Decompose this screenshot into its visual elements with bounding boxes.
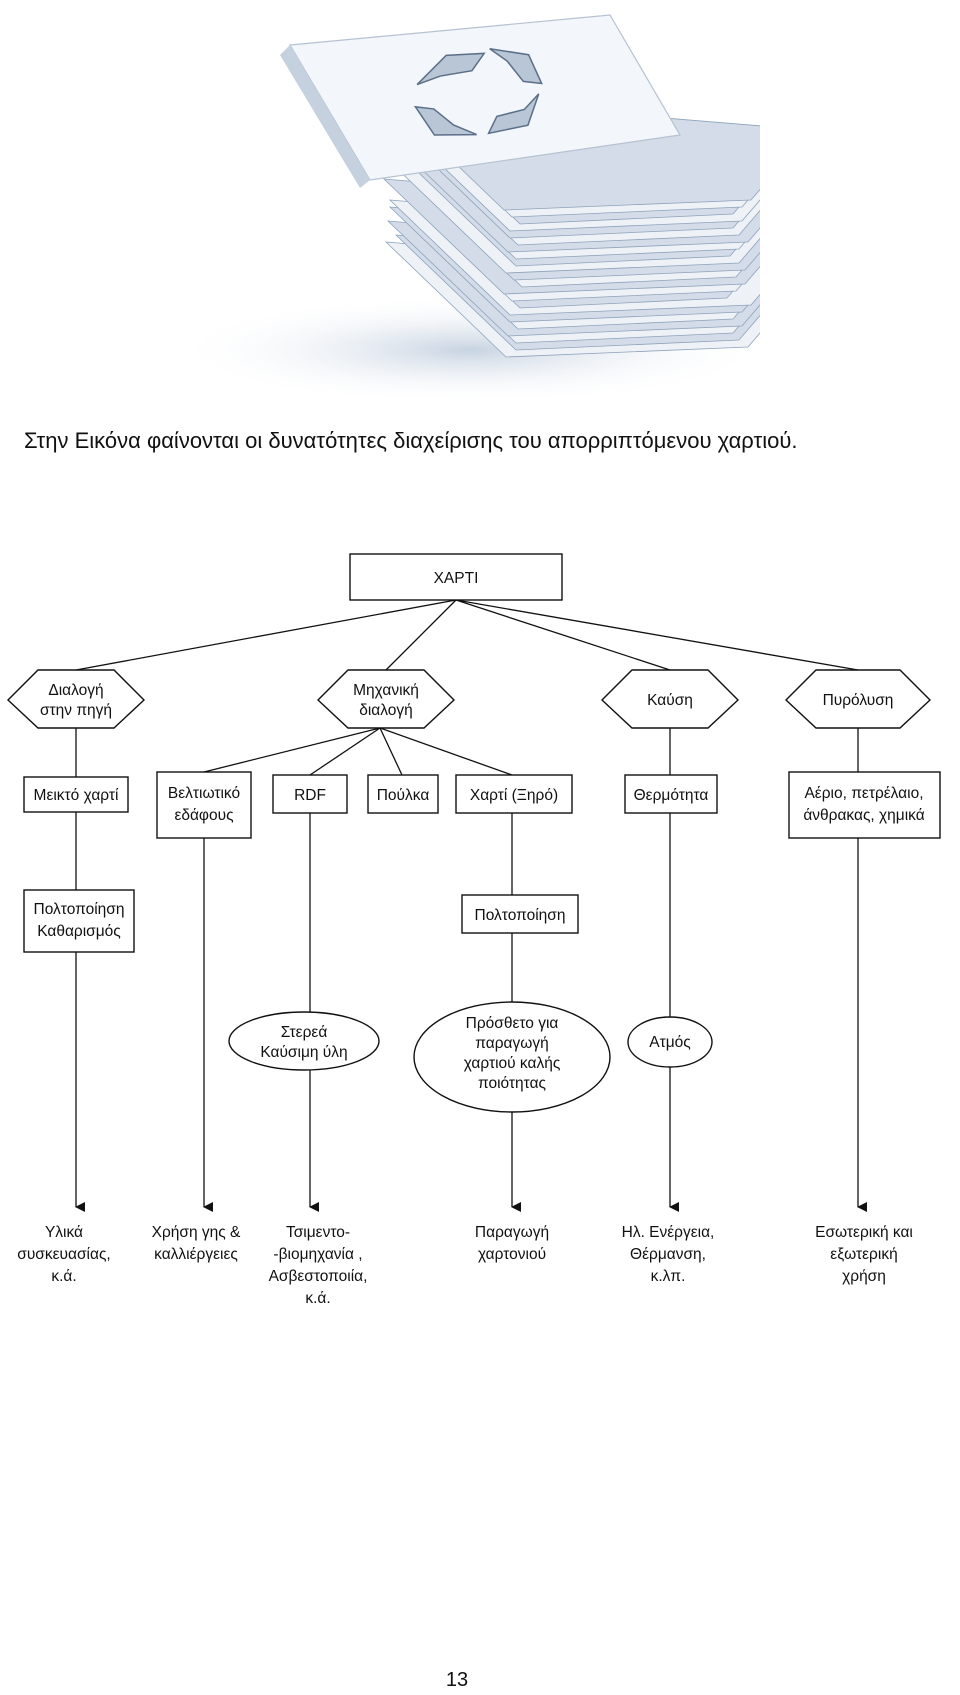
edge-root-pyrolysis — [456, 600, 858, 670]
outcome-packaging-1: Υλικά — [45, 1224, 83, 1241]
additive-label-2: παραγωγή — [475, 1035, 548, 1052]
soil-improver-label-1: Βελτιωτικό — [168, 785, 240, 802]
gas-oil-label-1: Αέριο, πετρέλαιο, — [804, 785, 923, 802]
source-sorting-label-1: Διαλογή — [48, 682, 103, 699]
outcome-cardboard-2: χαρτονιού — [478, 1246, 546, 1263]
outcome-packaging-2: συσκευασίας, — [17, 1246, 110, 1263]
solid-fuel-label-1: Στερεά — [281, 1024, 328, 1041]
outcome-internal-external-2: εξωτερική — [830, 1246, 897, 1263]
root-label: ΧΑΡΤΙ — [434, 570, 479, 587]
edge-mech-dry — [380, 728, 512, 775]
pyrolysis-label: Πυρόλυση — [823, 692, 894, 709]
pulping-label: Πολτοποίηση — [475, 907, 566, 924]
edge-mech-soil — [204, 728, 380, 772]
additive-label-3: χαρτιού καλής — [464, 1055, 561, 1072]
pulping-cleaning-label-1: Πολτοποίηση — [34, 901, 125, 918]
additive-label-1: Πρόσθετο για — [466, 1015, 559, 1032]
pulp-label: Πούλκα — [377, 787, 430, 804]
outcome-internal-external-3: χρήση — [842, 1268, 886, 1285]
gas-oil-box — [789, 772, 940, 838]
outcome-internal-external-1: Εσωτερική και — [815, 1224, 913, 1241]
paper-management-diagram: ΧΑΡΤΙ Διαλογή στην πηγή Μηχανική διαλογή… — [0, 540, 960, 1320]
mechanical-sorting-hexagon — [318, 670, 454, 728]
edge-root-combustion — [456, 600, 670, 670]
outcome-cement-4: κ.ά. — [305, 1290, 330, 1307]
outcome-land-use-2: καλλιέργειες — [154, 1246, 238, 1263]
outcome-cement-3: Ασβεστοποιία, — [269, 1268, 368, 1285]
outcome-energy-3: κ.λπ. — [651, 1268, 686, 1285]
edge-mech-rdf — [310, 728, 380, 775]
figure-caption: Στην Εικόνα φαίνονται οι δυνατότητες δια… — [24, 428, 797, 454]
pulping-cleaning-box — [24, 890, 134, 952]
rdf-label: RDF — [294, 787, 326, 804]
outcome-energy-1: Ηλ. Ενέργεια, — [622, 1224, 715, 1241]
additive-label-4: ποιότητας — [478, 1075, 546, 1092]
outcome-cement-2: -βιομηχανία , — [273, 1246, 362, 1263]
page-number: 13 — [0, 1669, 914, 1692]
gas-oil-label-2: άνθρακας, χημικά — [803, 807, 924, 824]
outcome-land-use-1: Χρήση γης & — [152, 1224, 241, 1241]
paper-stack-illustration — [140, 0, 760, 400]
dry-paper-label: Χαρτί (Ξηρό) — [470, 787, 558, 804]
steam-label: Ατμός — [649, 1034, 690, 1051]
outcome-cardboard-1: Παραγωγή — [475, 1224, 549, 1241]
pulping-cleaning-label-2: Καθαρισμός — [37, 923, 121, 940]
outcome-packaging-3: κ.ά. — [51, 1268, 76, 1285]
source-sorting-hexagon — [8, 670, 144, 728]
solid-fuel-ellipse — [229, 1012, 379, 1070]
node-labels: ΧΑΡΤΙ Διαλογή στην πηγή Μηχανική διαλογή… — [17, 570, 924, 1307]
outcome-energy-2: Θέρμανση, — [630, 1246, 706, 1263]
mixed-paper-label: Μεικτό χαρτί — [34, 787, 119, 804]
soil-improver-box — [157, 772, 251, 838]
outcome-cement-1: Τσιμεντο- — [286, 1224, 350, 1241]
combustion-label: Καύση — [647, 692, 693, 709]
mechanical-sorting-label-2: διαλογή — [359, 702, 413, 719]
mechanical-sorting-label-1: Μηχανική — [353, 682, 419, 699]
soil-improver-label-2: εδάφους — [174, 807, 233, 824]
edge-root-source-sorting — [76, 600, 456, 670]
solid-fuel-label-2: Καύσιμη ύλη — [260, 1044, 347, 1061]
heat-label: Θερμότητα — [634, 787, 709, 804]
source-sorting-label-2: στην πηγή — [40, 702, 112, 719]
